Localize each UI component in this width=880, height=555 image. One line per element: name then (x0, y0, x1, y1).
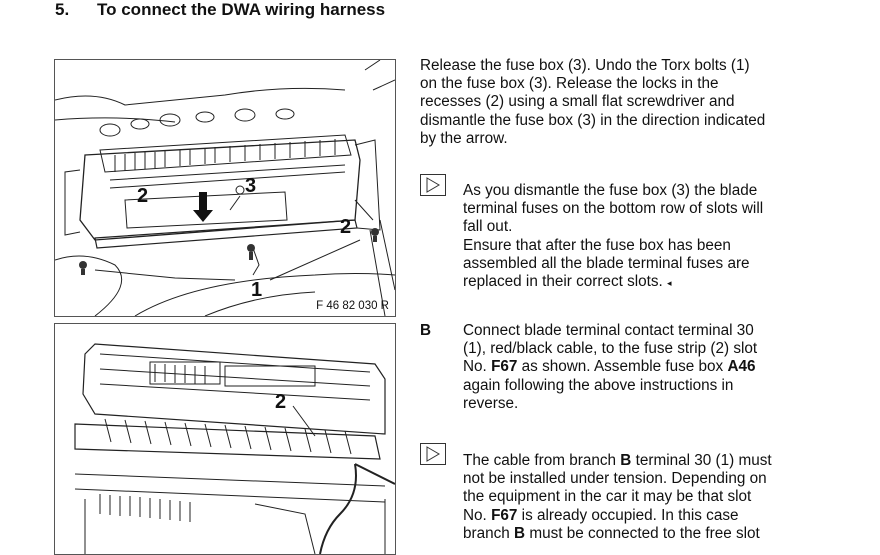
note-paragraph-2: The cable from branch B terminal 30 (1) … (463, 452, 843, 543)
step-b-line: No. F67 as shown. Assemble fuse box A46 (463, 358, 756, 376)
callout-1: 1 (251, 279, 262, 301)
callout-3: 3 (245, 175, 256, 197)
note-line: Ensure that after the fuse box has been (463, 236, 731, 254)
note-line: not be installed under tension. Dependin… (463, 470, 767, 488)
end-marker-icon: ◂ (667, 278, 672, 289)
fuse-box-illustration: 2 3 2 1 (55, 60, 395, 316)
figure-code: F 46 82 030 R (316, 300, 389, 312)
note-line: branch B must be connected to the free s… (463, 524, 760, 542)
callout-2: 2 (275, 391, 286, 413)
fuse-strip-illustration: 2 (74, 343, 395, 554)
note-line: terminal fuses on the bottom row of slot… (463, 200, 764, 218)
step-b-paragraph: Connect blade terminal contact terminal … (463, 322, 843, 413)
note-line: No. F67 is already occupied. In this cas… (463, 506, 739, 524)
figure-fuse-strip: 2 (54, 323, 396, 555)
direction-arrow (193, 192, 213, 222)
section-number: 5. (55, 0, 70, 19)
note-line: As you dismantle the fuse box (3) the bl… (463, 182, 758, 199)
note-icon (420, 174, 446, 196)
step-b-line: reverse. (463, 394, 519, 412)
figure-fuse-box-removal: 2 3 2 1 F 46 82 030 R (54, 59, 396, 317)
section-title: To connect the DWA wiring harness (97, 0, 386, 19)
callout-2-left: 2 (137, 185, 148, 207)
intro-line: Release the fuse box (3). Undo the Torx … (420, 57, 750, 74)
intro-line: by the arrow. (420, 129, 508, 147)
callout-2-right: 2 (340, 216, 351, 238)
step-b-line: again following the above instructions i… (463, 376, 734, 394)
intro-line: on the fuse box (3). Release the locks i… (420, 75, 719, 93)
note-icon (420, 443, 446, 465)
note-line: The cable from branch B terminal 30 (1) … (463, 452, 772, 469)
intro-line: dismantle the fuse box (3) in the direct… (420, 111, 766, 129)
note-line: assembled all the blade terminal fuses a… (463, 254, 750, 272)
note-line: fall out. (463, 218, 513, 236)
note-line: the equipment in the car it may be that … (463, 488, 752, 506)
note-line: replaced in their correct slots. ◂ (463, 273, 672, 291)
intro-paragraph: Release the fuse box (3). Undo the Torx … (420, 57, 840, 148)
note-paragraph-1: As you dismantle the fuse box (3) the bl… (463, 182, 843, 292)
step-b-line: (1), red/black cable, to the fuse strip … (463, 340, 758, 358)
step-b-label: B (420, 322, 432, 339)
section-heading: 5. To connect the DWA wiring harness (55, 0, 385, 20)
step-b-line: Connect blade terminal contact terminal … (463, 322, 754, 339)
intro-line: recesses (2) using a small flat screwdri… (420, 93, 735, 111)
